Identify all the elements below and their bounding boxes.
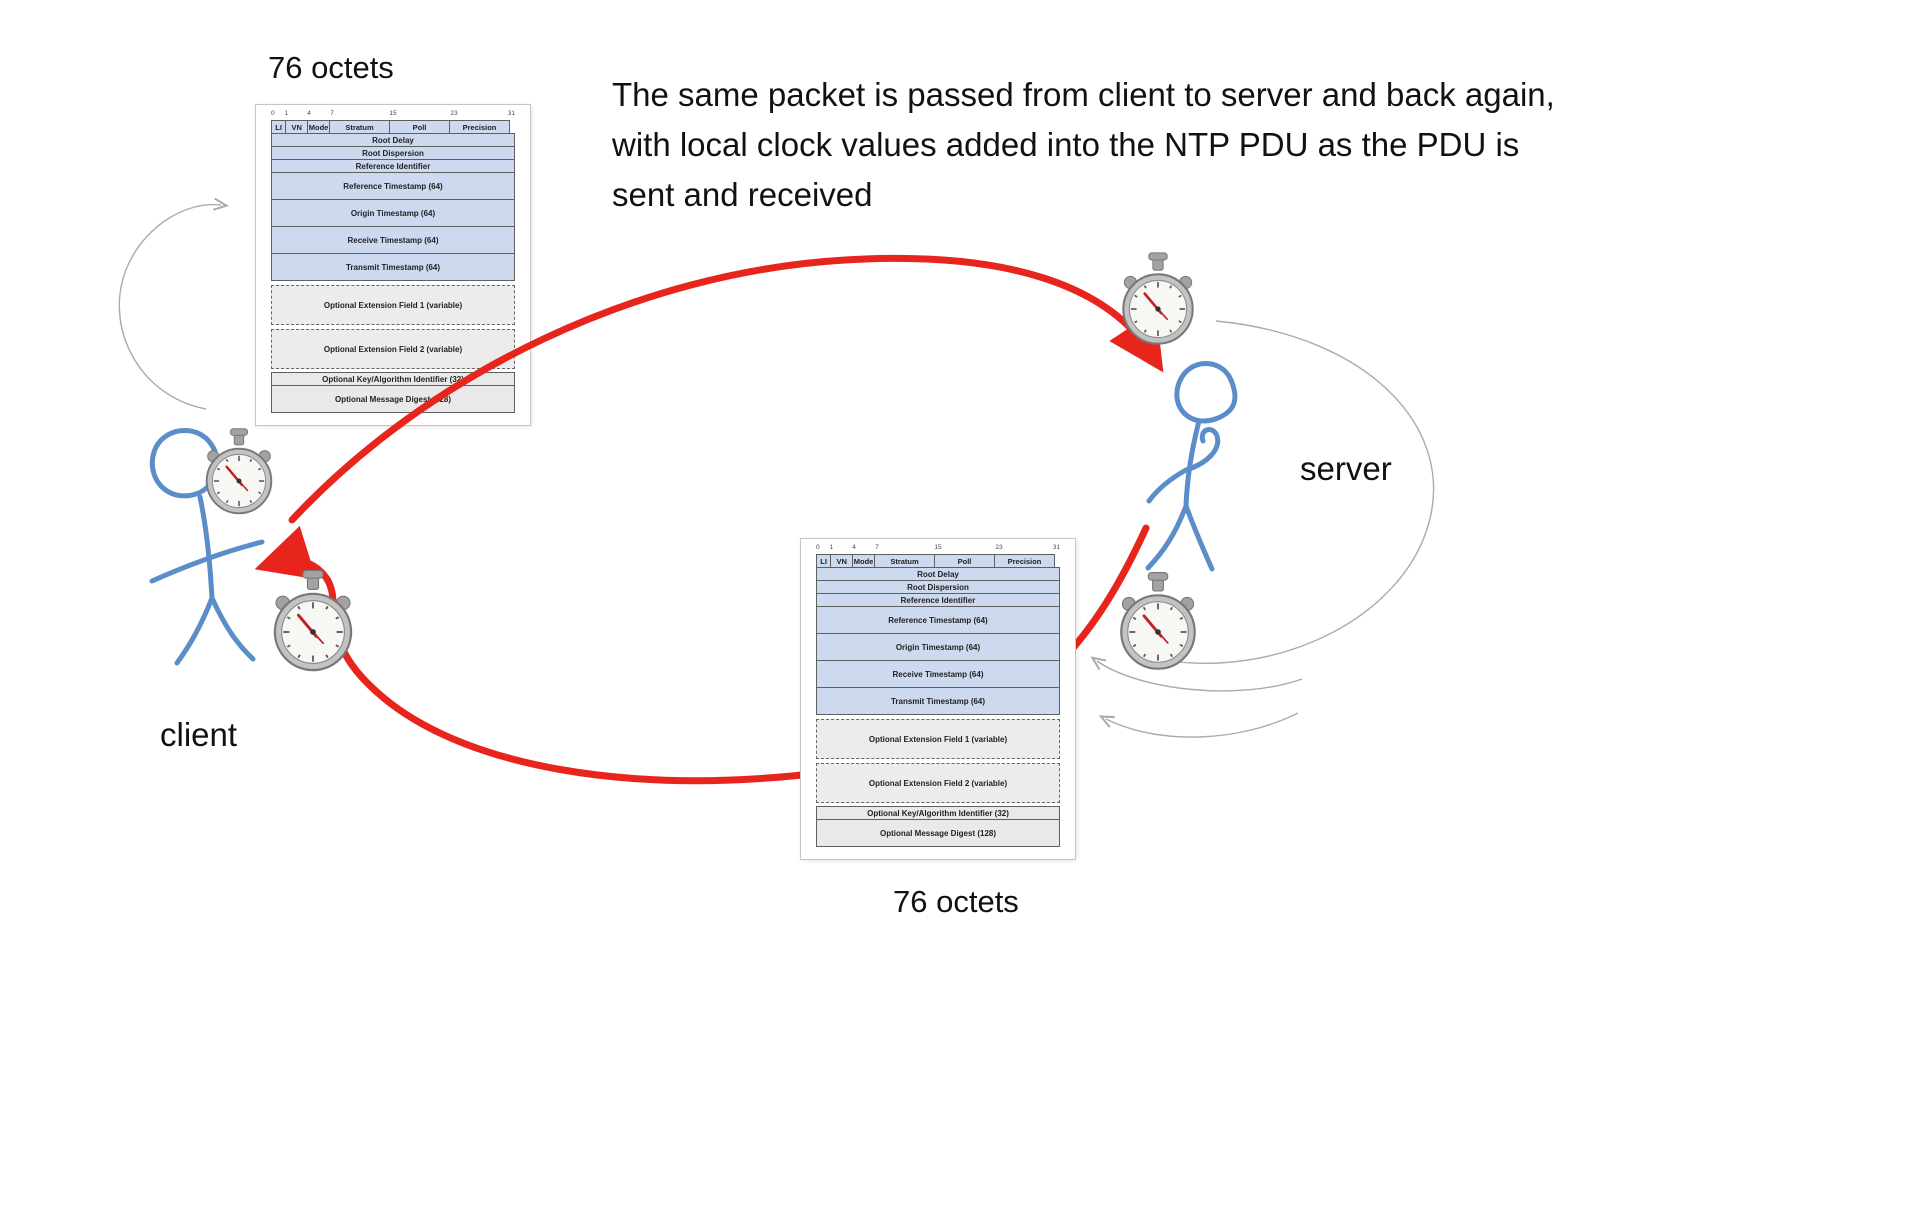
decorative-swirl-right [1125, 320, 1435, 664]
packet-row: Root Delay [271, 133, 515, 147]
bit-label: 31 [507, 110, 515, 117]
packet-row: Optional Key/Algorithm Identifier (32) [816, 806, 1060, 820]
packet-row: Origin Timestamp (64) [816, 633, 1060, 661]
bit-label: 31 [1052, 544, 1060, 551]
packet-row: Optional Extension Field 1 (variable) [816, 719, 1060, 759]
packet-row: Transmit Timestamp (64) [816, 687, 1060, 715]
packet-row: Receive Timestamp (64) [816, 660, 1060, 688]
server-figure [1145, 361, 1238, 572]
bit-label: 7 [330, 110, 334, 117]
packet-row: Optional Extension Field 2 (variable) [271, 329, 515, 369]
packet-row: Reference Timestamp (64) [271, 172, 515, 200]
label-76-octets-bottom: 76 octets [893, 884, 1019, 919]
packet-row: Root Dispersion [816, 580, 1060, 594]
packet-row: Root Dispersion [271, 146, 515, 160]
client-figure [149, 428, 265, 666]
packet-row: Optional Message Digest (128) [816, 819, 1060, 847]
packet-field-precision: Precision [449, 120, 510, 134]
stopwatch-icon-client-lower [273, 568, 353, 672]
packet-field-li: LI [816, 554, 832, 568]
packet-field-precision: Precision [994, 554, 1055, 568]
decorative-swirl-left [118, 197, 229, 410]
packet-row: Reference Identifier [271, 159, 515, 173]
decorative-curl-right-1 [1090, 656, 1303, 692]
label-client: client [160, 716, 238, 753]
packet-row: Reference Identifier [816, 593, 1060, 607]
packet-row: Optional Message Digest (128) [271, 385, 515, 413]
bit-label: 1 [284, 110, 289, 117]
packet-row: Receive Timestamp (64) [271, 226, 515, 254]
packet-row: Reference Timestamp (64) [816, 606, 1060, 634]
decorative-curl-right-2 [1098, 712, 1299, 738]
bit-label: 0 [816, 544, 820, 551]
label-server: server [1300, 450, 1392, 487]
packet-row: Optional Key/Algorithm Identifier (32) [271, 372, 515, 386]
bit-label: 15 [934, 544, 942, 551]
bit-scale: 0 1 4 7 15 23 31 [271, 110, 515, 119]
label-76-octets-top: 76 octets [268, 50, 394, 85]
packet-row: Transmit Timestamp (64) [271, 253, 515, 281]
packet-row: Optional Extension Field 1 (variable) [271, 285, 515, 325]
bit-scale: 0 1 4 7 15 23 31 [816, 544, 1060, 553]
packet-field-mode: Mode [307, 120, 330, 134]
stopwatch-icon-server-lower [1119, 571, 1197, 671]
bit-label: 4 [307, 110, 311, 117]
packet-field-stratum: Stratum [874, 554, 935, 568]
bit-label: 4 [852, 544, 856, 551]
packet-field-vn: VN [285, 120, 309, 134]
bit-label: 7 [875, 544, 879, 551]
bit-label: 23 [995, 544, 1003, 551]
packet-row: Root Delay [816, 567, 1060, 581]
packet-field-stratum: Stratum [329, 120, 390, 134]
stopwatch-icon-server-upper [1121, 251, 1195, 346]
packet-field-poll: Poll [934, 554, 995, 568]
bit-label: 1 [829, 544, 834, 551]
packet-field-li: LI [271, 120, 287, 134]
stopwatch-icon-client-upper [205, 427, 273, 515]
bit-label: 0 [271, 110, 275, 117]
explanation-text: The same packet is passed from client to… [612, 76, 1555, 214]
packet-field-poll: Poll [389, 120, 450, 134]
bit-label: 23 [450, 110, 458, 117]
bit-label: 15 [389, 110, 397, 117]
packet-row: Origin Timestamp (64) [271, 199, 515, 227]
packet-field-mode: Mode [852, 554, 875, 568]
packet-field-vn: VN [830, 554, 854, 568]
packet-row: Optional Extension Field 2 (variable) [816, 763, 1060, 803]
